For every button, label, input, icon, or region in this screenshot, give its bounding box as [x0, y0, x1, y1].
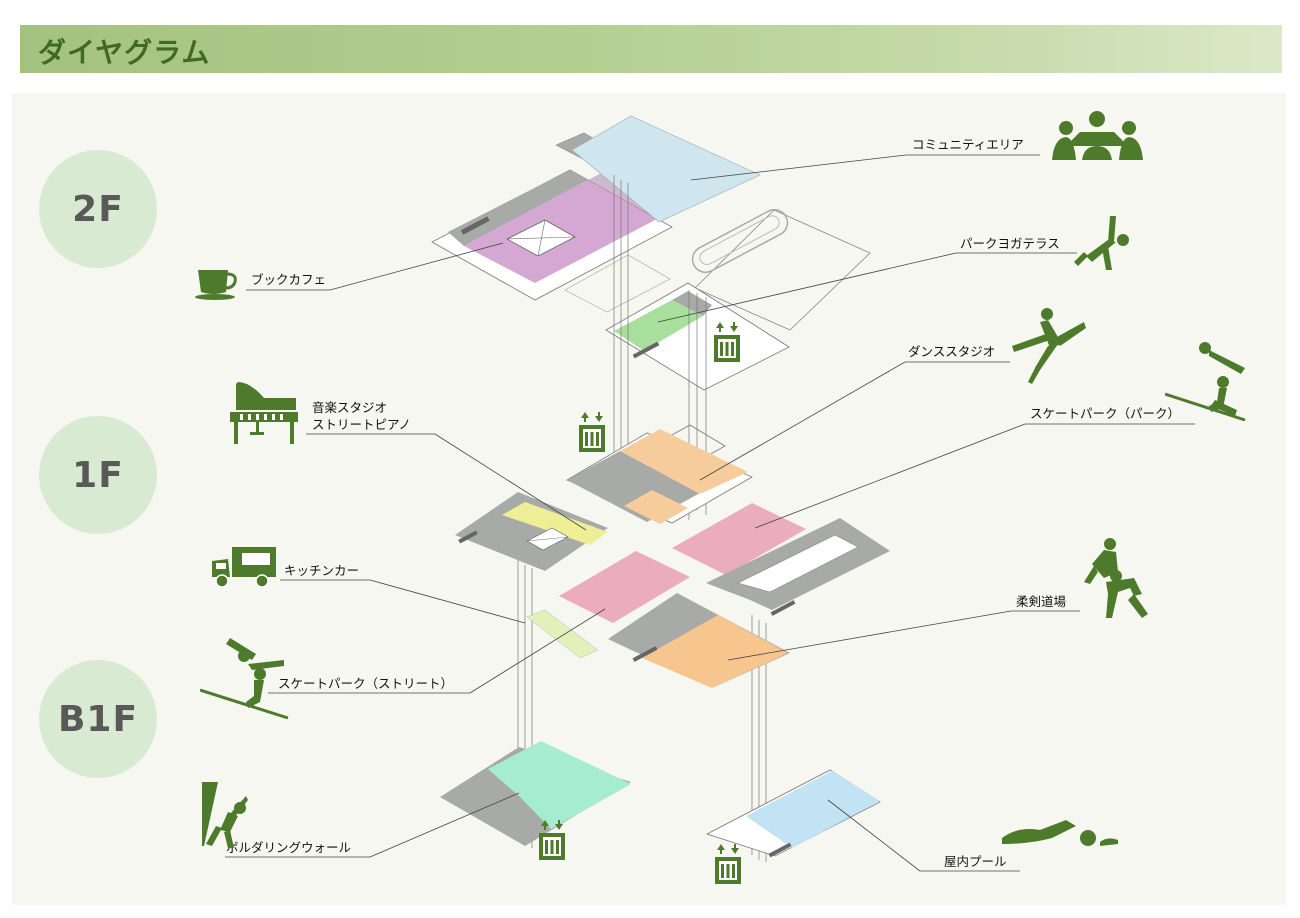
- elevator-icon-2f: [714, 322, 740, 362]
- label-bouldering-wall: ボルダリングウォール: [226, 840, 352, 855]
- climbing-icon: [202, 782, 248, 848]
- skateboard-street-icon: [200, 638, 289, 720]
- floor-2f-plates: [431, 115, 871, 391]
- food-truck-icon: [212, 547, 276, 588]
- label-kitchen-car: キッチンカー: [284, 563, 360, 578]
- piano-icon: [230, 382, 298, 444]
- floor-badge-b1f: B1F: [39, 660, 157, 778]
- skateboard-icon: [1165, 342, 1246, 422]
- label-book-cafe: ブックカフェ: [251, 272, 327, 287]
- label-indoor-pool: 屋内プール: [944, 854, 1007, 869]
- yoga-icon: [1074, 216, 1129, 270]
- elevator-icon-b1-right: [715, 844, 741, 884]
- coffee-cup-icon: [195, 270, 237, 300]
- page-header: ダイヤグラム: [20, 25, 1282, 73]
- meeting-icon: [1052, 111, 1143, 160]
- label-community-area: コミュニティエリア: [912, 137, 1024, 152]
- floor-badge-1f: 1F: [39, 416, 157, 534]
- floor-1f-plates: [455, 424, 890, 688]
- label-dance-studio: ダンススタジオ: [908, 344, 996, 359]
- elevator-icon-1f: [579, 412, 605, 452]
- leader-lines: [225, 154, 1195, 872]
- label-street-piano: ストリートピアノ: [312, 417, 411, 432]
- label-skate-street: スケートパーク（ストリート）: [278, 676, 454, 691]
- dance-icon: [1012, 308, 1086, 384]
- judo-icon: [1084, 538, 1148, 618]
- label-skate-park: スケートパーク（パーク）: [1030, 406, 1181, 421]
- floor-badge-2f: 2F: [39, 150, 157, 268]
- floor-b1-plates: [440, 741, 881, 858]
- label-judo-hall: 柔剣道場: [1016, 594, 1067, 609]
- page-title: ダイヤグラム: [38, 36, 211, 69]
- label-music-studio: 音楽スタジオ: [312, 400, 388, 415]
- swimming-icon: [1002, 820, 1118, 846]
- label-park-yoga-terrace: パークヨガテラス: [960, 236, 1060, 251]
- elevator-icon-b1-left: [539, 820, 565, 860]
